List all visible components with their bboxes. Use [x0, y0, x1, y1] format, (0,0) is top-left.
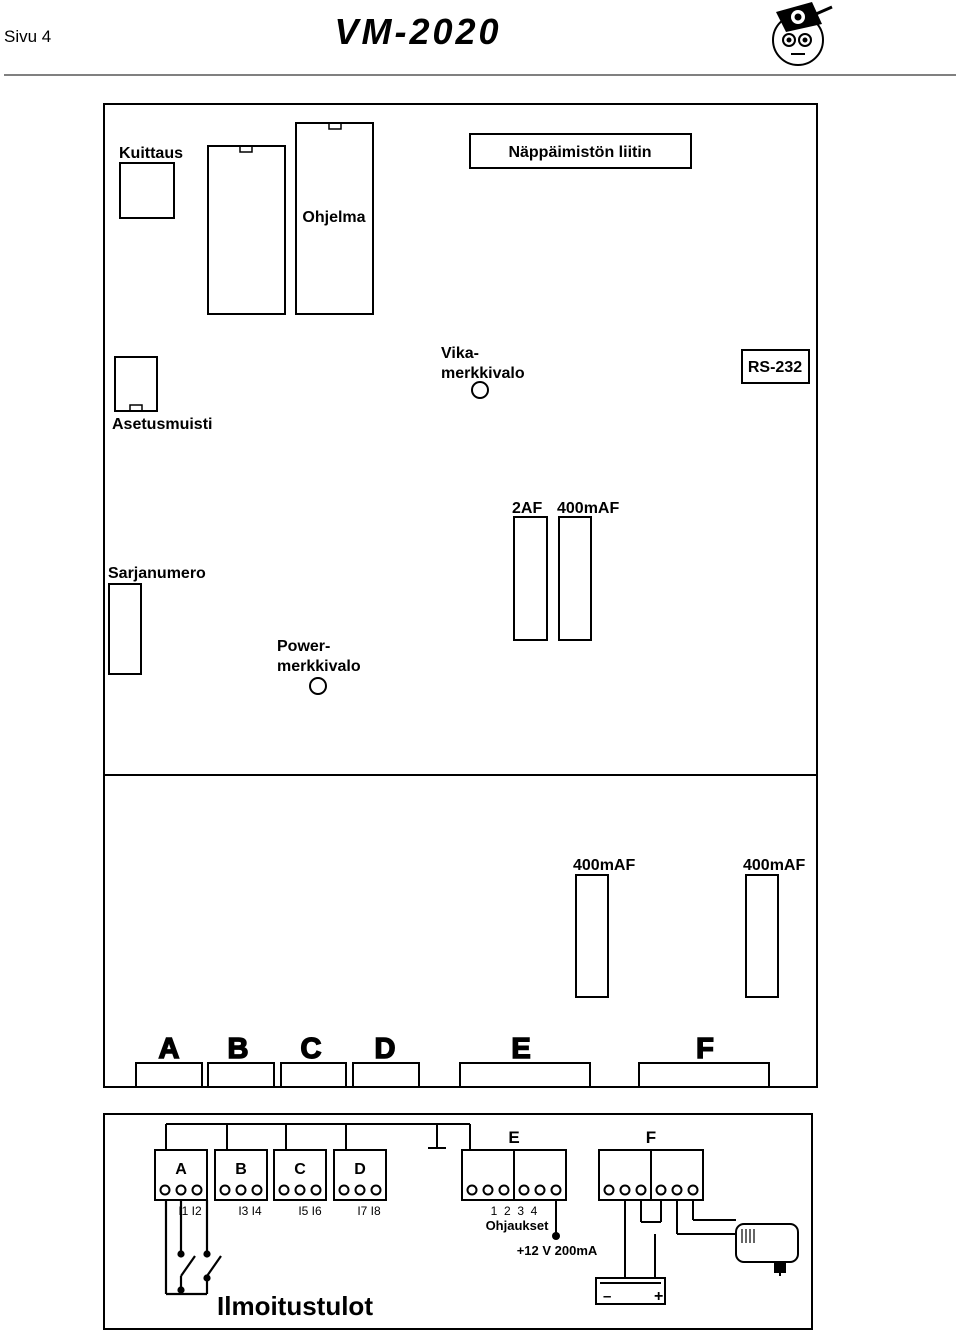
terminal-block-c: C: [273, 1149, 327, 1201]
connector-f: [638, 1062, 770, 1088]
connector-label-d: D: [375, 1033, 396, 1065]
power-wiring: [624, 1200, 736, 1278]
battery-minus: –: [603, 1288, 611, 1305]
fuse-2af: [513, 516, 548, 641]
fuse-2af-label: 2AF: [512, 500, 542, 517]
fuse-400maf-1-label: 400mAF: [573, 857, 635, 874]
battery-icon: [595, 1277, 666, 1305]
memory-chip: [207, 145, 286, 315]
power-led: [309, 677, 327, 695]
connector-label-a: A: [159, 1033, 180, 1065]
fault-led: [471, 381, 489, 399]
wiring-label-f: F: [646, 1128, 656, 1147]
asetusmuisti-label: Asetusmuisti: [112, 416, 212, 433]
ohjelma-label: Ohjelma: [302, 209, 365, 226]
page-label: Sivu 4: [4, 27, 51, 46]
document-title: VM-2020: [334, 11, 501, 52]
terminal-label-b: B: [235, 1161, 247, 1178]
terminal-block-e: [461, 1149, 567, 1201]
kuittaus-button: [119, 162, 175, 219]
board-outline: [103, 103, 818, 1088]
battery-plus: +: [654, 1288, 663, 1305]
control-numbers: 1 2 3 4: [491, 1204, 538, 1218]
keyboard-connector-label: Näppäimistön liitin: [508, 144, 651, 161]
terminal-block-d: D: [333, 1149, 387, 1201]
power-adapter-icon: [735, 1223, 799, 1276]
common-bus: [165, 1123, 471, 1150]
connector-c: [280, 1062, 347, 1088]
terminal-block-b: B: [214, 1149, 268, 1201]
mascot-logo-icon: [772, 2, 833, 66]
control-wire-node: [552, 1232, 560, 1240]
wiring-label-e: E: [508, 1128, 519, 1147]
power-led-label-2: merkkivalo: [277, 658, 361, 675]
fuse-400maf-2-label: 400mAF: [743, 857, 805, 874]
fault-led-label-2: merkkivalo: [441, 365, 525, 382]
board-connectors: A B C D E F: [135, 1032, 770, 1088]
fuse-400maf-top-label: 400mAF: [557, 500, 619, 517]
connector-label-b: B: [228, 1033, 249, 1065]
serial-number-plate: [108, 583, 142, 675]
fuse-400maf-1: [575, 874, 609, 998]
rs232-connector: [741, 349, 810, 384]
terminal-block-f: [598, 1149, 704, 1201]
terminal-label-d: D: [354, 1161, 366, 1178]
connector-label-f: F: [696, 1033, 714, 1065]
wiring-box: [103, 1113, 813, 1330]
ilmoitustulot-label: Ilmoitustulot: [217, 1291, 373, 1321]
keyboard-connector: [469, 133, 692, 169]
connector-label-c: C: [301, 1033, 322, 1065]
terminal-label-a: A: [175, 1161, 187, 1178]
fuse-400maf-2: [745, 874, 779, 998]
input-label-i5-i6: I5 I6: [298, 1204, 322, 1218]
ohjaukset-label: Ohjaukset: [486, 1218, 550, 1233]
connector-d: [352, 1062, 420, 1088]
fault-led-label-1: Vika-: [441, 345, 479, 362]
power-led-label-1: Power-: [277, 638, 330, 655]
fuse-400maf-top: [558, 516, 592, 641]
rs232-label: RS-232: [748, 359, 802, 376]
input-label-i3-i4: I3 I4: [238, 1204, 262, 1218]
terminal-label-c: C: [294, 1161, 306, 1178]
connector-b: [207, 1062, 275, 1088]
input-label-i1-i2: I1 I2: [178, 1204, 202, 1218]
input-switches: [164, 1200, 222, 1296]
input-label-i7-i8: I7 I8: [357, 1204, 381, 1218]
connector-e: [459, 1062, 591, 1088]
program-chip: [295, 122, 374, 315]
terminal-block-a: A: [154, 1149, 208, 1201]
connector-a: [135, 1062, 203, 1088]
supply-label: +12 V 200mA: [517, 1243, 598, 1258]
settings-memory-chip: [114, 356, 158, 412]
connector-label-e: E: [511, 1033, 530, 1065]
sarjanumero-label: Sarjanumero: [108, 565, 206, 582]
kuittaus-label: Kuittaus: [119, 145, 183, 162]
